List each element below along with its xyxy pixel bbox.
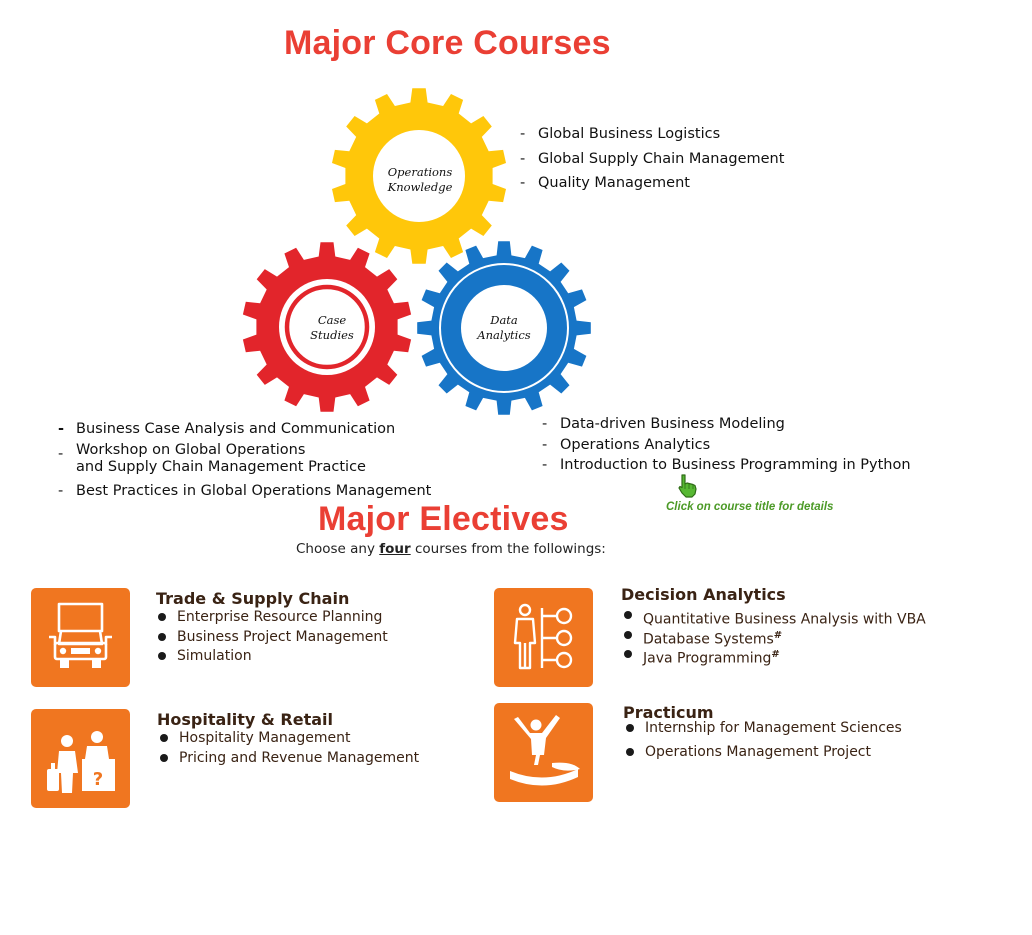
data-course-list: - Data-driven Business Modeling - Operat… [542,416,911,473]
course-link[interactable]: Java Programming# [621,645,926,667]
decision-course-list: Quantitative Business Analysis with VBA … [621,606,926,667]
gears-graphic [242,88,591,415]
category-title-practicum[interactable]: Practicum [623,703,714,722]
course-link[interactable]: Hospitality Management [157,729,419,749]
success-icon [510,715,580,786]
decision-analytics-tile[interactable] [494,588,593,687]
case-course-list: - Business Case Analysis and Communicati… [58,421,432,499]
operations-course-list: - Global Business Logistics - Global Sup… [520,126,785,191]
hand-pointer-icon [678,474,697,498]
course-link[interactable]: Business Project Management [155,628,388,648]
course-link[interactable]: Quantitative Business Analysis with VBA [621,606,926,628]
electives-subtitle: Choose any four courses from the followi… [296,541,606,557]
course-link[interactable]: Database Systems# [621,626,926,647]
hospitality-retail-tile[interactable]: ? [31,709,130,808]
course-link[interactable]: Internship for Management Sciences [623,719,902,739]
gear-case-studies-center [292,292,362,362]
svg-text:?: ? [93,769,103,790]
electives-title: Major Electives [318,500,569,538]
presenter-icon [513,603,573,670]
course-link[interactable]: Enterprise Resource Planning [155,608,388,628]
gear-operations-knowledge-hub [373,130,465,222]
category-title-trade-supply-chain[interactable]: Trade & Supply Chain [156,589,350,608]
hospitality-course-list: Hospitality Management Pricing and Reven… [157,729,419,768]
category-title-decision-analytics[interactable]: Decision Analytics [621,585,786,604]
gear-case-studies-ring [284,284,370,370]
practicum-tile[interactable] [494,703,593,802]
gear-label-data-analytics[interactable]: Data Analytics [477,313,531,342]
gear-data-analytics-ring [439,263,569,393]
category-title-hospitality-retail[interactable]: Hospitality & Retail [157,710,334,729]
practicum-course-list: Internship for Management Sciences Opera… [623,719,902,762]
gear-data-analytics-hub [461,285,547,371]
course-link[interactable]: Simulation [155,647,388,667]
gear-label-case-studies[interactable]: Case Studies [310,313,354,342]
course-link[interactable]: Pricing and Revenue Management [157,749,419,769]
trade-course-list: Enterprise Resource Planning Business Pr… [155,608,388,667]
course-link[interactable]: Operations Management Project [623,743,902,763]
trade-supply-chain-tile[interactable] [31,588,130,687]
click-hint: Click on course title for details [666,501,834,513]
core-courses-title: Major Core Courses [284,24,611,62]
reception-icon: ? [47,731,115,793]
gear-label-operations-knowledge[interactable]: Operations Knowledge [387,165,453,194]
truck-icon [49,602,112,668]
